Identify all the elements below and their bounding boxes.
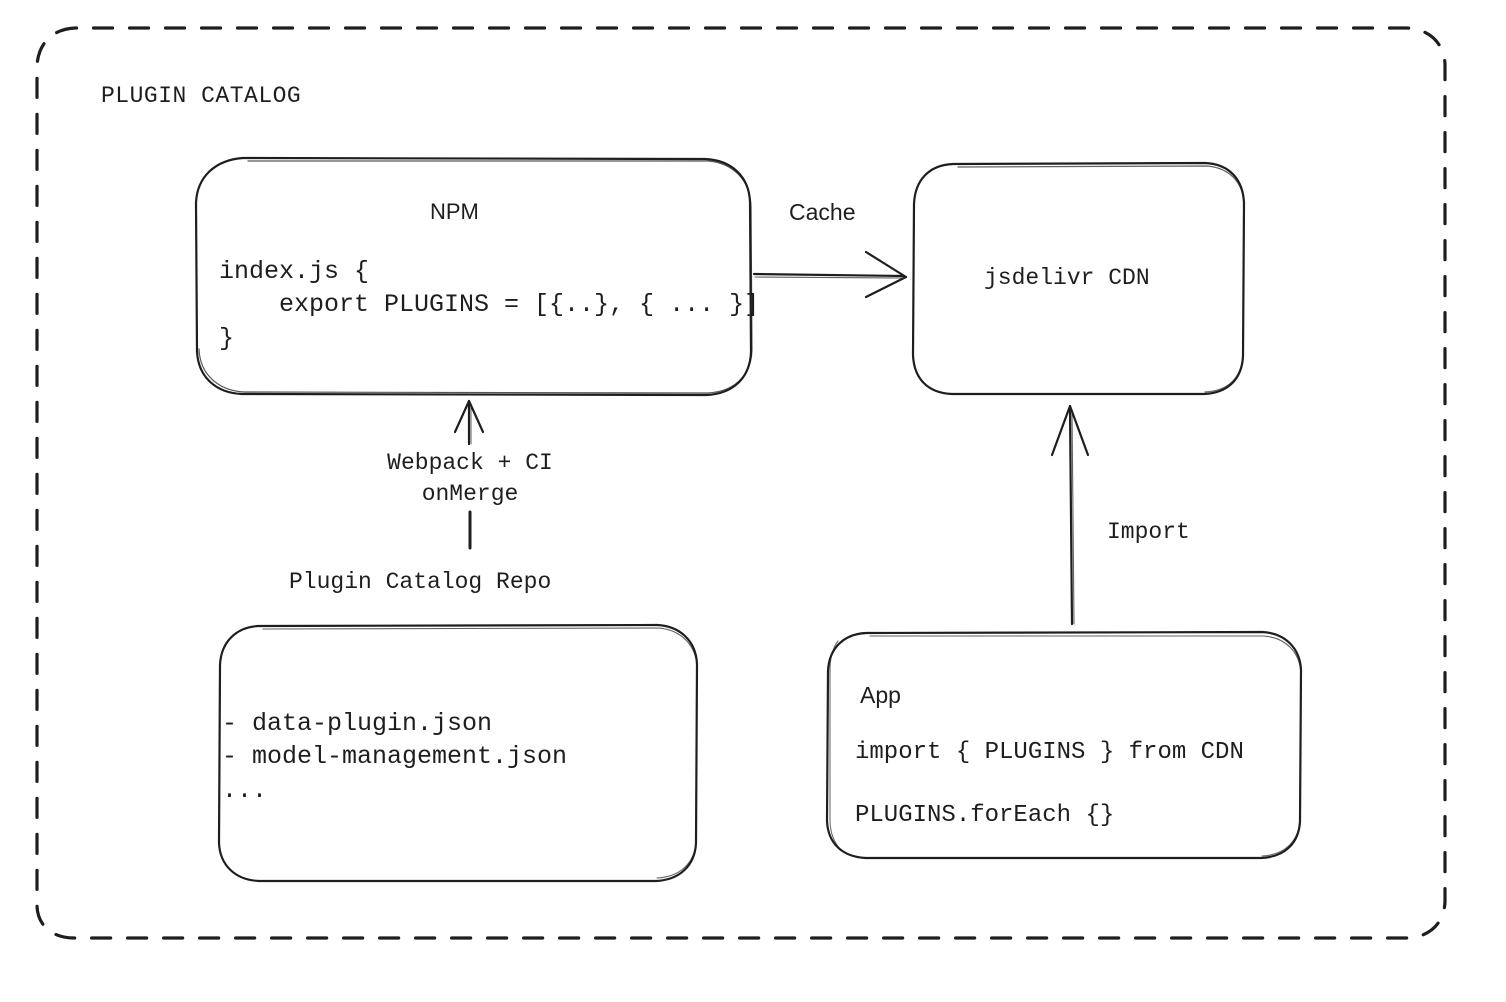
npm-node-code: index.js { export PLUGINS = [{..}, { ...… xyxy=(219,257,760,353)
repo-node-caption: Plugin Catalog Repo xyxy=(289,569,552,595)
edge-app-to-cdn-arrow xyxy=(1050,404,1090,626)
repo-node-file-list: - data-plugin.json - model-management.js… xyxy=(222,709,568,805)
edge-label-webpack-ci: Webpack + CI onMerge xyxy=(387,450,553,508)
npm-node-label: NPM xyxy=(430,199,479,224)
page-title: PLUGIN CATALOG xyxy=(101,83,302,109)
edge-label-cache: Cache xyxy=(789,199,856,225)
edge-label-import: Import xyxy=(1107,519,1190,545)
edge-npm-to-cdn-arrow xyxy=(752,250,908,299)
app-node-label: App xyxy=(860,682,901,708)
cdn-node-label: jsdelivr CDN xyxy=(984,265,1150,291)
app-node-foreach-line: PLUGINS.forEach {} xyxy=(855,802,1115,829)
app-node-import-line: import { PLUGINS } from CDN xyxy=(855,739,1244,766)
